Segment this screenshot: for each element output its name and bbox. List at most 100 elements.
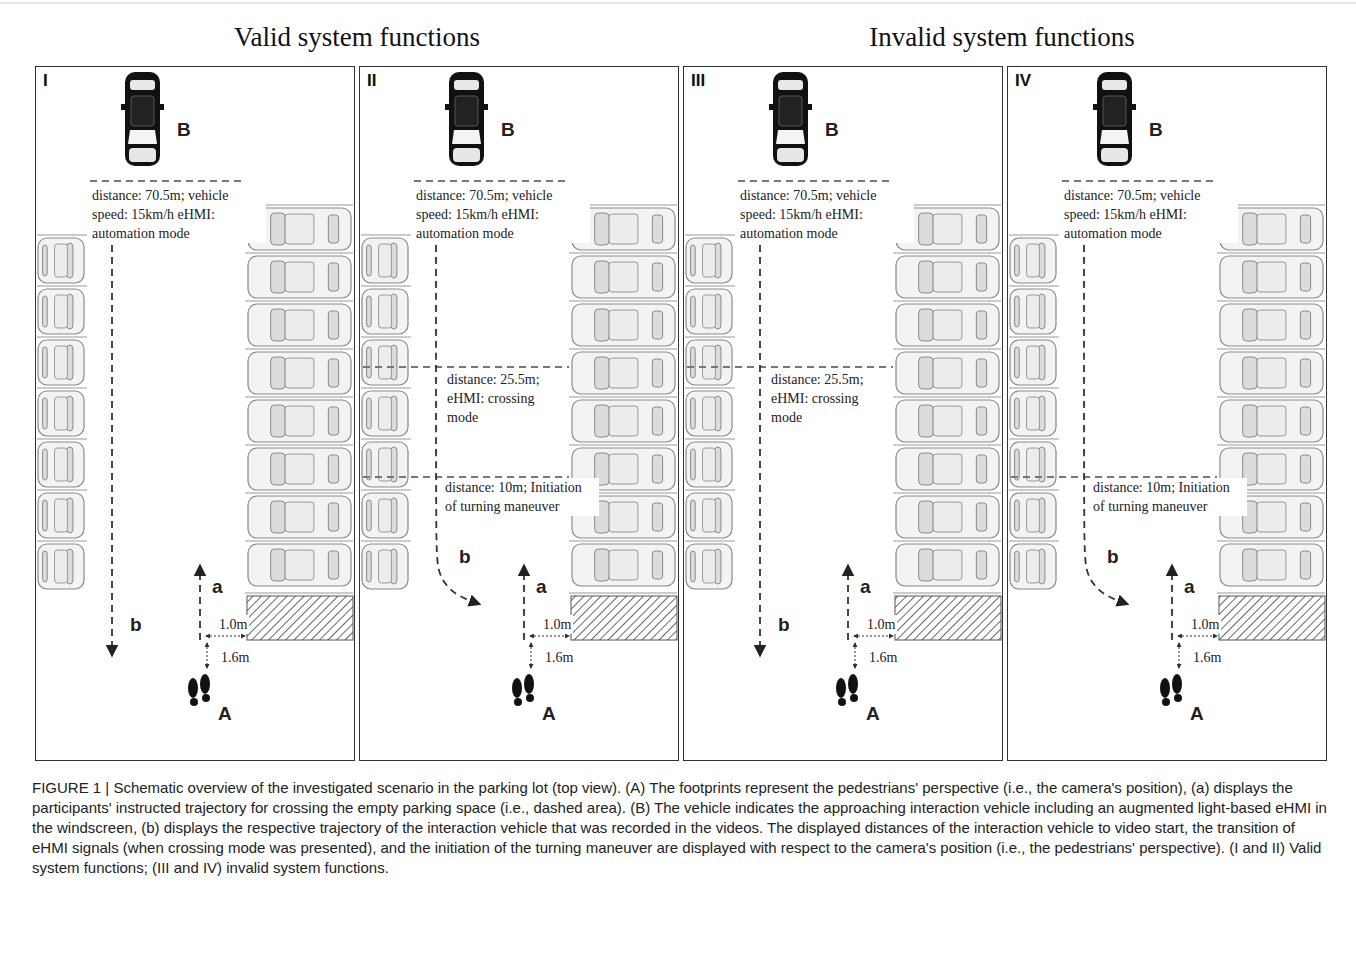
car-rear-window xyxy=(328,455,338,483)
footprint xyxy=(200,674,210,694)
parked-car xyxy=(38,493,84,538)
parking-divider xyxy=(569,253,677,254)
car-rear-window xyxy=(691,449,696,480)
parked-car xyxy=(1220,304,1323,346)
interaction-vehicle xyxy=(1093,72,1136,166)
car-rear-window xyxy=(652,359,662,387)
footprint xyxy=(524,674,534,694)
footprint-heel xyxy=(1174,694,1182,702)
parked-car xyxy=(686,238,732,283)
vehicle-windscreen xyxy=(452,130,481,144)
car-rear-window xyxy=(652,215,662,243)
parked-car xyxy=(1220,352,1323,394)
dimension-arrow xyxy=(854,636,893,637)
parking-divider xyxy=(361,541,411,542)
car-roof xyxy=(379,397,392,430)
parked-car xyxy=(1010,544,1056,589)
car-windshield xyxy=(919,501,933,533)
car-body xyxy=(362,238,408,283)
parking-divider xyxy=(1009,490,1059,491)
car-body xyxy=(248,352,351,394)
parked-car xyxy=(896,256,999,298)
car-windshield xyxy=(919,309,933,341)
car-rear-window xyxy=(652,503,662,531)
distance-line xyxy=(738,180,893,182)
car-rear-window xyxy=(328,311,338,339)
car-body xyxy=(1010,442,1056,487)
car-body xyxy=(1220,544,1323,586)
annotation-label: distance: 25.5m; eHMI: crossing mode xyxy=(445,370,567,427)
section-heading: Valid system functions xyxy=(157,22,557,53)
car-windshield xyxy=(271,261,285,293)
car-body xyxy=(896,496,999,538)
car-windshield xyxy=(595,357,609,389)
car-rear-window xyxy=(691,500,696,531)
car-windshield xyxy=(919,261,933,293)
parked-car xyxy=(1220,544,1323,586)
car-rear-window xyxy=(1300,359,1310,387)
empty-parking-space xyxy=(247,596,353,640)
car-roof xyxy=(1027,499,1040,532)
car-body xyxy=(1010,340,1056,385)
parking-divider xyxy=(685,490,735,491)
car-rear-window xyxy=(1300,215,1310,243)
vehicle-windscreen xyxy=(1100,130,1129,144)
parked-car xyxy=(896,448,999,490)
car-roof xyxy=(285,502,314,532)
dimension-arrow xyxy=(206,636,245,637)
vehicle-roof xyxy=(131,96,154,126)
car-roof xyxy=(1257,550,1286,580)
car-body xyxy=(362,544,408,589)
car-rear-window xyxy=(691,296,696,327)
vehicle-hood xyxy=(453,148,480,162)
dimension-arrow xyxy=(855,643,856,668)
car-rear-window xyxy=(367,347,372,378)
footprint-heel xyxy=(838,698,846,706)
car-body xyxy=(38,391,84,436)
car-rear-window xyxy=(976,455,986,483)
car-roof xyxy=(703,295,716,328)
vehicle-hood xyxy=(1101,148,1128,162)
vehicle-windscreen xyxy=(776,130,805,144)
parked-car xyxy=(362,391,408,436)
distance-line xyxy=(414,180,569,182)
annotation-label: b xyxy=(459,546,471,568)
parking-divider xyxy=(1217,349,1325,350)
car-roof xyxy=(55,244,68,277)
annotation-label: B xyxy=(501,119,515,141)
car-body xyxy=(38,442,84,487)
car-rear-window xyxy=(1015,398,1020,429)
parked-car xyxy=(1010,238,1056,283)
car-rear-window xyxy=(1300,551,1310,579)
car-body xyxy=(686,442,732,487)
car-body xyxy=(362,340,408,385)
car-windshield xyxy=(271,357,285,389)
parked-car xyxy=(38,340,84,385)
car-rear-window xyxy=(976,359,986,387)
car-roof xyxy=(933,310,962,340)
footprint xyxy=(512,678,522,698)
car-windshield xyxy=(595,309,609,341)
parked-car xyxy=(38,289,84,334)
parking-divider xyxy=(361,286,411,287)
car-rear-window xyxy=(43,551,48,582)
car-roof xyxy=(1257,214,1286,244)
parking-divider xyxy=(1009,337,1059,338)
parked-car xyxy=(572,352,675,394)
parking-divider xyxy=(685,541,735,542)
car-body xyxy=(572,400,675,442)
car-roof xyxy=(1257,310,1286,340)
car-body xyxy=(248,496,351,538)
car-body xyxy=(1010,289,1056,334)
car-rear-window xyxy=(976,215,986,243)
parked-car xyxy=(248,256,351,298)
car-windshield xyxy=(1243,261,1257,293)
parking-divider xyxy=(245,397,353,398)
vehicle-rear-window xyxy=(1102,80,1127,90)
parked-car xyxy=(362,544,408,589)
parked-car xyxy=(896,304,999,346)
car-roof xyxy=(703,448,716,481)
parking-divider xyxy=(569,593,677,594)
parked-car xyxy=(572,304,675,346)
parking-divider xyxy=(893,253,1001,254)
